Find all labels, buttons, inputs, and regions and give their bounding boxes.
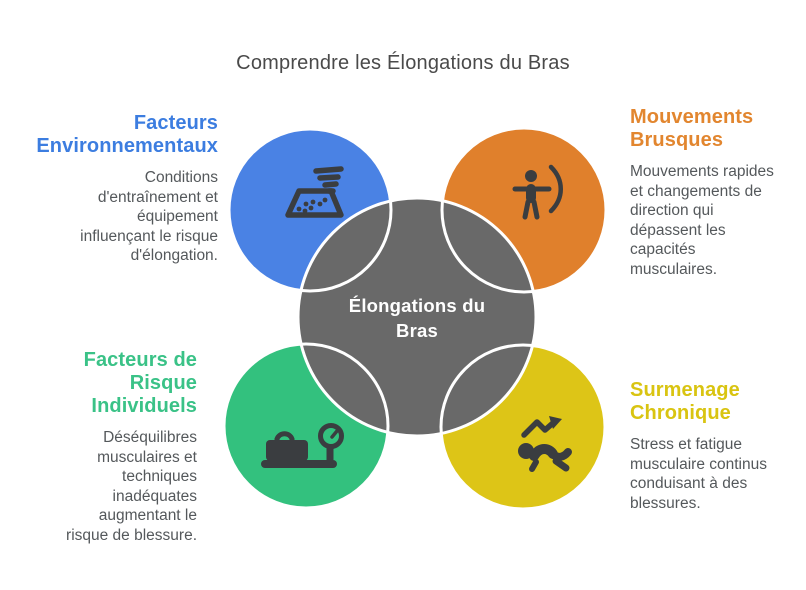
fatigue-collapse-icon (518, 416, 572, 472)
section-body: Mouvements rapides et changements de dir… (630, 163, 774, 278)
center-label: Élongations du Bras (348, 295, 486, 341)
page-title: Comprendre les Élongations du Bras (236, 52, 570, 74)
section-body: Conditions d'entraînement et équipement … (80, 169, 218, 264)
section-facteurs-de-risque-individuels: Facteurs de Risque Individuels Déséquili… (8, 349, 197, 545)
section-body: Déséquilibres musculaires et techniques … (66, 429, 197, 544)
weight-scale-icon (261, 423, 344, 468)
archer-icon (512, 164, 563, 220)
section-heading: Facteurs de Risque Individuels (83, 349, 197, 417)
section-mouvements-brusques: Mouvements Brusques Mouvements rapides e… (630, 106, 802, 279)
section-heading: Facteurs Environnementaux (36, 112, 218, 157)
section-facteurs-environnementaux: Facteurs Environnementaux Conditions d'e… (6, 112, 218, 266)
sand-pit-whirlwind-icon (285, 166, 344, 218)
section-heading: Mouvements Brusques (630, 106, 754, 151)
section-surmenage-chronique: Surmenage Chronique Stress et fatigue mu… (630, 379, 802, 513)
circle-outlines (222, 126, 608, 511)
section-body: Stress et fatigue musculaire continus co… (630, 436, 767, 512)
circle-center (296, 196, 538, 438)
section-heading: Surmenage Chronique (630, 379, 740, 424)
